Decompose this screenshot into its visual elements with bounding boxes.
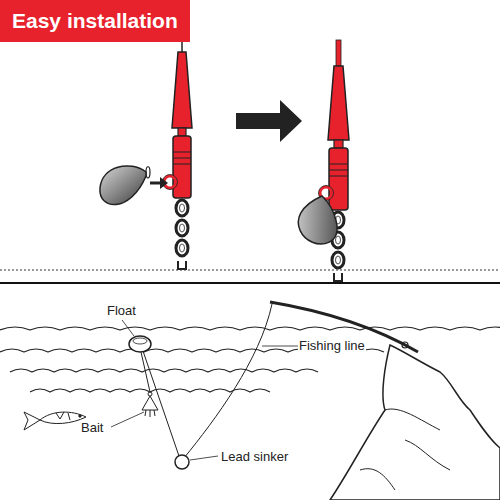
reel xyxy=(402,342,408,348)
line xyxy=(184,304,272,458)
part-label: Bait xyxy=(80,420,104,435)
bait-hook xyxy=(142,392,158,417)
part-label: Fishing line xyxy=(298,338,366,353)
ground-line xyxy=(0,269,500,270)
banner-text: Easy installation xyxy=(12,8,178,33)
float-adapter xyxy=(163,40,193,198)
float-drawing xyxy=(133,338,147,344)
float-drawing xyxy=(129,336,151,352)
fish xyxy=(24,412,86,430)
bank-rocks xyxy=(360,409,450,490)
swivel xyxy=(176,200,188,269)
part-label: Float xyxy=(106,303,137,318)
line xyxy=(141,352,150,392)
lead-sinker-drawing xyxy=(290,194,348,253)
river-bank xyxy=(330,345,500,500)
sinker-drawing xyxy=(175,455,189,469)
divider xyxy=(0,282,500,284)
float-adapter xyxy=(319,40,350,210)
line xyxy=(143,351,180,459)
fishing-rod xyxy=(270,302,418,352)
part-label: Lead sinker xyxy=(220,449,289,464)
step-arrow xyxy=(236,100,302,142)
lead-sinker-drawing xyxy=(100,166,168,205)
leader-line xyxy=(111,320,298,460)
title-banner: Easy installation xyxy=(0,0,190,42)
